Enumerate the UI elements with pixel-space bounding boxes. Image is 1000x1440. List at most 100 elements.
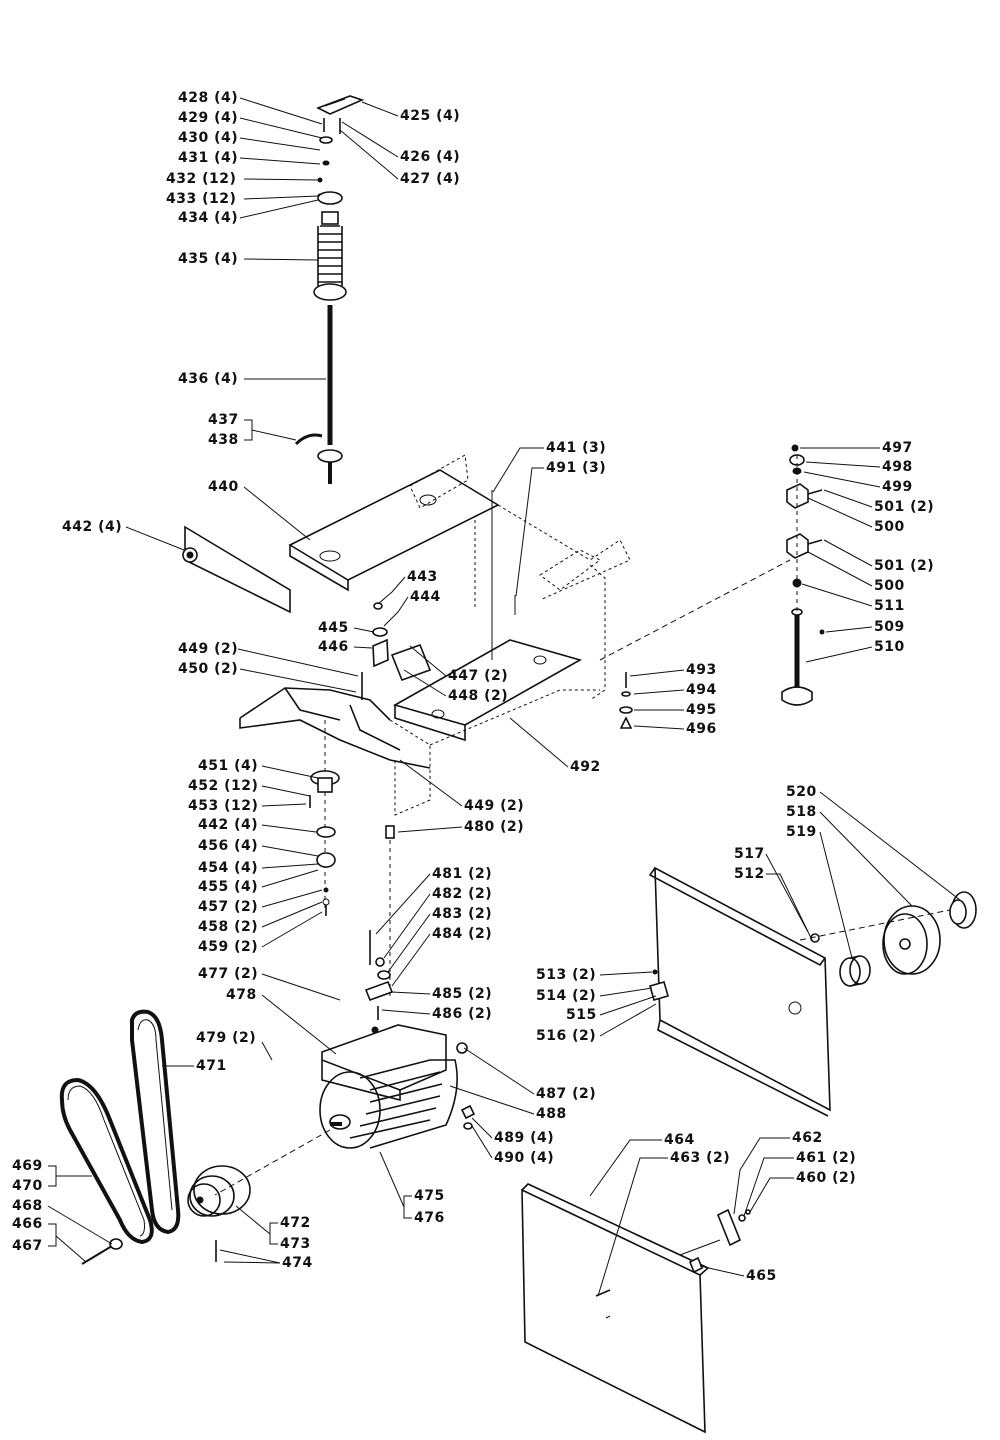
callout-434: 434 (4) [178,210,239,226]
callout-481: 481 (2) [432,866,493,882]
callout-474: 474 [282,1255,313,1271]
callout-449-upper: 449 (2) [178,641,239,657]
motor-mount-hardware [364,825,395,1034]
wheel-pulleys [839,891,977,987]
callout-455: 455 (4) [198,879,259,895]
callout-501-upper: 501 (2) [874,499,935,515]
callout-517: 517 [734,846,765,862]
callout-458: 458 (2) [198,919,259,935]
callout-432: 432 (12) [166,171,237,187]
callout-441: 441 (3) [546,440,607,456]
callout-519: 519 [786,824,817,840]
callout-460: 460 (2) [796,1170,857,1186]
right-door [648,866,951,1117]
callout-449-lower: 449 (2) [464,798,525,814]
callout-472: 472 [280,1215,311,1231]
callout-485: 485 (2) [432,986,493,1002]
callout-515: 515 [566,1007,597,1023]
callout-465: 465 [746,1268,777,1284]
callout-452: 452 (12) [188,778,259,794]
motor [214,1024,476,1196]
callout-428: 428 (4) [178,90,239,106]
callout-483: 483 (2) [432,906,493,922]
callout-475: 475 [414,1188,445,1204]
belts [59,1009,181,1245]
callout-463: 463 (2) [670,1150,731,1166]
callout-442-lower: 442 (4) [198,817,259,833]
callout-494: 494 [686,682,717,698]
callout-454: 454 (4) [198,860,259,876]
callout-513: 513 (2) [536,967,597,983]
hardware-493-496 [619,672,633,729]
top-plate [288,469,500,592]
callout-473: 473 [280,1236,311,1252]
callout-497: 497 [882,440,913,456]
callout-468: 468 [12,1198,43,1214]
callout-431: 431 (4) [178,150,239,166]
callout-484: 484 (2) [432,926,493,942]
callout-478: 478 [226,987,257,1003]
callout-433: 433 (12) [166,191,237,207]
callout-489: 489 (4) [494,1130,555,1146]
callout-498: 498 [882,459,913,475]
leader-lines [47,97,961,1297]
callout-487: 487 (2) [536,1086,597,1102]
callout-476: 476 [414,1210,445,1226]
callout-456: 456 (4) [198,838,259,854]
lower-door [521,1183,751,1434]
callout-462: 462 [792,1130,823,1146]
callout-437: 437 [208,412,239,428]
callout-446: 446 [318,639,349,655]
callout-467: 467 [12,1238,43,1254]
callout-447: 447 (2) [448,668,509,684]
callout-459: 459 (2) [198,939,259,955]
callout-518: 518 [786,804,817,820]
callout-451: 451 (4) [198,758,259,774]
callout-457: 457 (2) [198,899,259,915]
callout-491: 491 (3) [546,460,607,476]
callout-516: 516 (2) [536,1028,597,1044]
right-column-assembly [599,444,825,706]
callout-444: 444 [410,589,441,605]
callout-425: 425 (4) [400,108,461,124]
callout-469: 469 [12,1158,43,1174]
callout-453: 453 (12) [188,798,259,814]
callout-426: 426 (4) [400,149,461,165]
callout-490: 490 (4) [494,1150,555,1166]
callout-470: 470 [12,1178,43,1194]
callout-499: 499 [882,479,913,495]
callout-430: 430 (4) [178,130,239,146]
callout-435: 435 (4) [178,251,239,267]
callout-461: 461 (2) [796,1150,857,1166]
callout-429: 429 (4) [178,110,239,126]
callout-466: 466 [12,1216,43,1232]
callout-480: 480 (2) [464,819,525,835]
callout-471: 471 [196,1058,227,1074]
callout-500-upper: 500 [874,519,905,535]
callout-492: 492 [570,759,601,775]
callout-520: 520 [786,784,817,800]
callout-488: 488 [536,1106,567,1122]
callout-427: 427 (4) [400,171,461,187]
callout-442-upper: 442 (4) [62,519,123,535]
callout-493: 493 [686,662,717,678]
lower-spindle [309,720,340,916]
callout-482: 482 (2) [432,886,493,902]
callout-436: 436 (4) [178,371,239,387]
callout-512: 512 [734,866,765,882]
base-frame [239,454,631,816]
callout-438: 438 [208,432,239,448]
callout-445: 445 [318,620,349,636]
callout-496: 496 [686,721,717,737]
callout-500-lower: 500 [874,578,905,594]
hardware-466-468 [81,1238,123,1265]
callout-511: 511 [874,598,905,614]
callout-440: 440 [208,479,239,495]
callout-514: 514 (2) [536,988,597,1004]
callout-443: 443 [407,569,438,585]
callout-448: 448 (2) [448,688,509,704]
callout-464: 464 [664,1132,695,1148]
callout-501-lower: 501 (2) [874,558,935,574]
